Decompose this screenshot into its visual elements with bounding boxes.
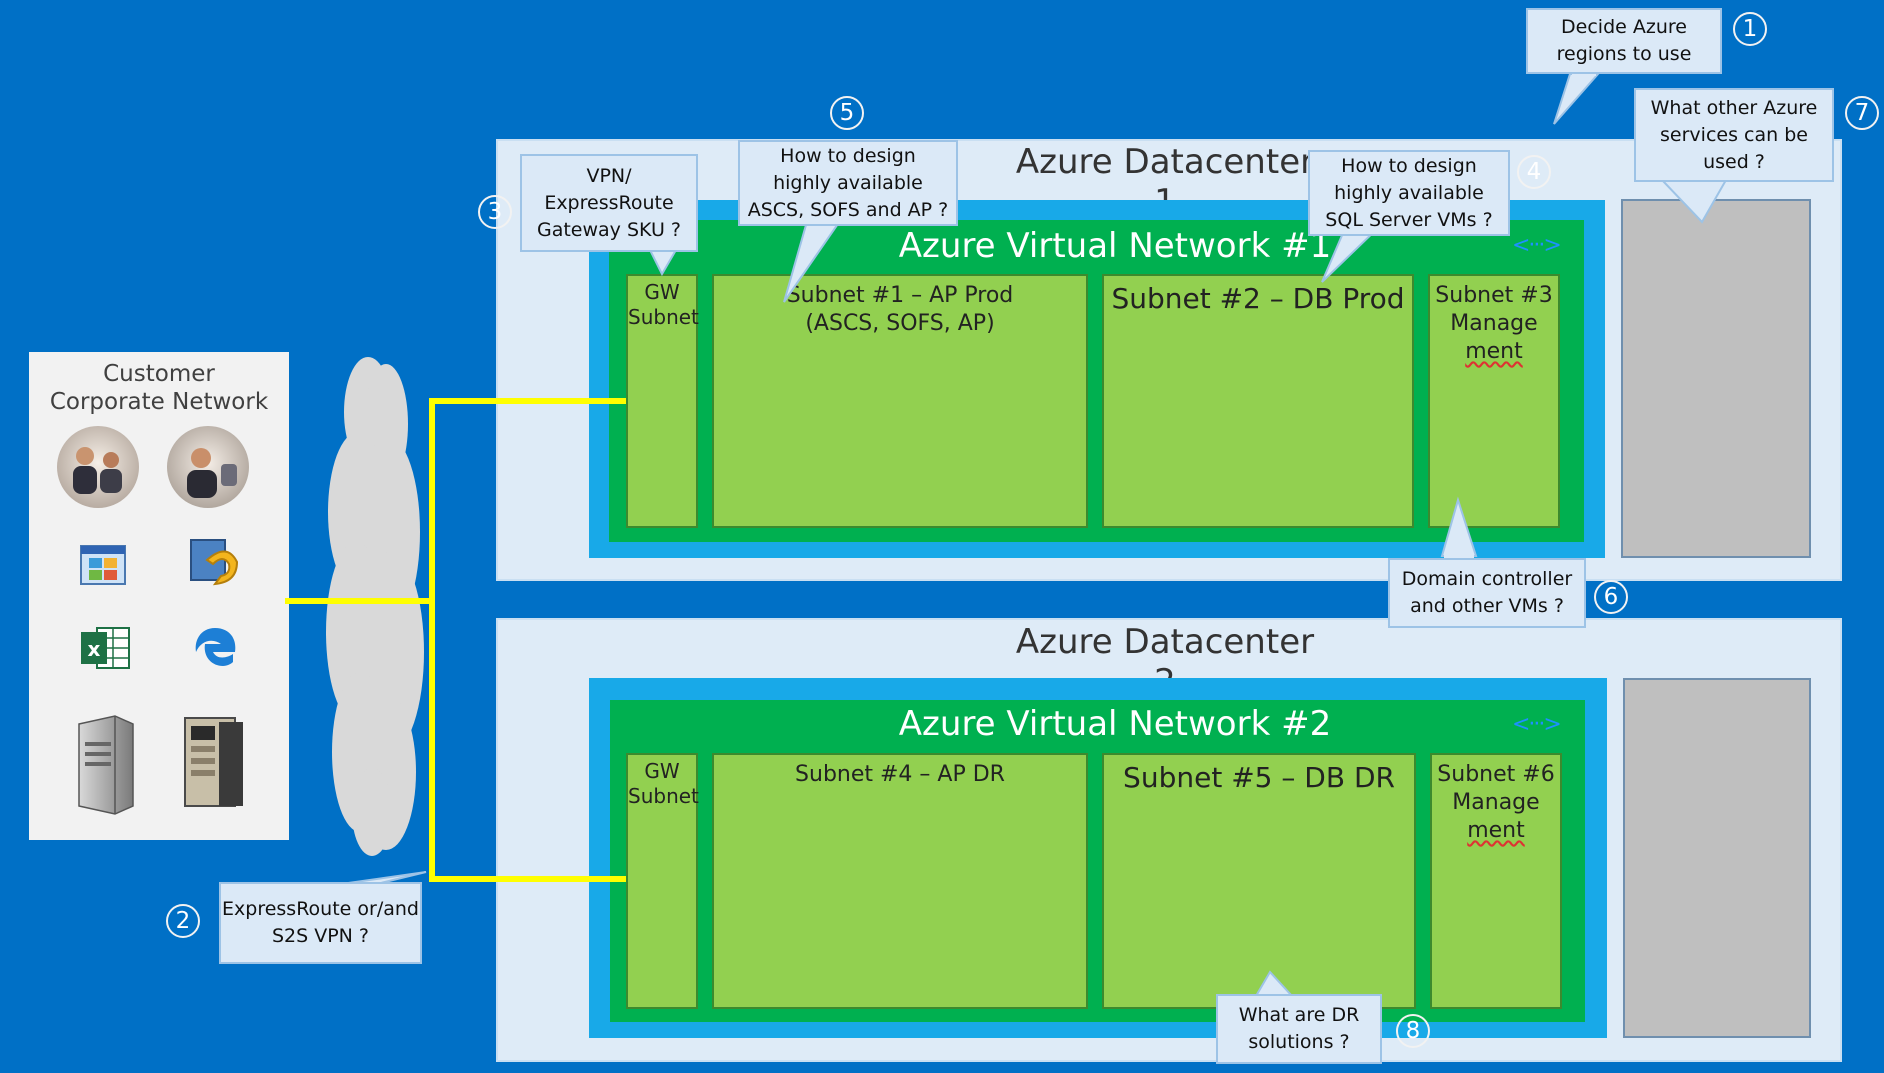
subnet-2-db-prod: Subnet #2 – DB Prod — [1102, 274, 1414, 528]
connection-line-vertical — [429, 398, 435, 882]
workflow-app-icon — [190, 539, 239, 586]
subnet-gw-2-label: GW Subnet — [628, 759, 699, 808]
subnet-5-db-dr: Subnet #5 – DB DR — [1102, 753, 1416, 1009]
people-meeting-icon — [57, 426, 139, 508]
subnet-6-label2: Manage — [1452, 790, 1540, 815]
datacenter-1-title: Azure Datacenter 1 — [1015, 142, 1315, 222]
connection-line-dc1 — [429, 398, 626, 404]
callout-7-line2: services can be — [1660, 123, 1808, 146]
subnet-6-label: Subnet #6 — [1437, 762, 1555, 787]
callout-7-line3: used ? — [1703, 150, 1765, 173]
subnet-4-ap-dr: Subnet #4 – AP DR — [712, 753, 1088, 1009]
callout-2-line2: S2S VPN ? — [271, 925, 370, 947]
callout-7-line1: What other Azure — [1650, 96, 1818, 119]
callout-number-2: 2 — [166, 904, 200, 938]
callout-4-line2: highly available — [1334, 181, 1484, 204]
callout-6-line2: and other VMs ? — [1410, 595, 1564, 617]
callout-1-line1: Decide Azure — [1561, 16, 1687, 38]
callout-number-8: 8 — [1396, 1014, 1430, 1048]
vnet-1-title: Azure Virtual Network #1 — [898, 226, 1332, 266]
callout-4-line3: SQL Server VMs ? — [1325, 208, 1493, 231]
vnet-2-title: Azure Virtual Network #2 — [898, 704, 1332, 744]
person-presenter-icon — [167, 426, 249, 508]
subnet-1-ap-prod: Subnet #1 – AP Prod (ASCS, SOFS, AP) — [712, 274, 1088, 528]
subnet-3-label: Subnet #3 — [1435, 283, 1553, 308]
callout-number-3: 3 — [478, 195, 512, 229]
callout-6-line1: Domain controller — [1401, 568, 1573, 590]
customer-network: Customer Corporate Network x — [29, 352, 289, 840]
callout-7-services: What other Azure services can be used ? — [1634, 88, 1834, 182]
callout-1-line2: regions to use — [1556, 43, 1692, 65]
callout-2-line1: ExpressRoute or/and — [222, 898, 419, 920]
callout-3-line1: VPN/ — [586, 164, 632, 187]
other-services-box-2 — [1623, 678, 1811, 1038]
callout-number-4: 4 — [1517, 155, 1551, 189]
subnet-gw-1: GW Subnet — [626, 274, 699, 528]
subnet-2-label: Subnet #2 – DB Prod — [1111, 282, 1405, 315]
subnet-gw-2: GW Subnet — [626, 753, 699, 1009]
svg-text:x: x — [88, 637, 101, 661]
customer-network-title: Customer Corporate Network — [49, 361, 269, 415]
connection-line-dc2 — [429, 876, 626, 882]
callout-6-domain-controller: Domain controller and other VMs ? — [1388, 558, 1586, 628]
callout-4-line1: How to design — [1341, 154, 1477, 177]
subnet-4-label: Subnet #4 – AP DR — [795, 762, 1005, 787]
callout-1-regions: Decide Azure regions to use — [1526, 8, 1722, 74]
subnet-gw-1-label: GW Subnet — [628, 280, 699, 329]
callout-8-line2: solutions ? — [1248, 1031, 1350, 1053]
edge-browser-icon — [195, 628, 236, 666]
excel-icon: x — [81, 627, 130, 669]
other-services-box-1 — [1621, 199, 1811, 558]
subnet-1-label: Subnet #1 – AP Prod — [786, 283, 1014, 308]
subnet-1-sublabel: (ASCS, SOFS, AP) — [805, 311, 995, 336]
callout-5-line3: ASCS, SOFS and AP ? — [747, 198, 949, 221]
callout-number-6: 6 — [1594, 580, 1628, 614]
subnet-5-label: Subnet #5 – DB DR — [1123, 761, 1395, 794]
callout-number-7: 7 — [1845, 96, 1879, 130]
callout-3-line3: Gateway SKU ? — [536, 218, 681, 241]
subnet-6-label3: ment — [1467, 818, 1525, 843]
callout-8-line1: What are DR — [1238, 1004, 1360, 1026]
datacenter-2-title: Azure Datacenter 2 — [1015, 622, 1315, 702]
callout-8-dr: What are DR solutions ? — [1216, 994, 1382, 1064]
subnet-3-label2: Manage — [1450, 311, 1538, 336]
callout-5-line1: How to design — [780, 144, 916, 167]
vnet-peering-icon: <···> — [1512, 233, 1562, 258]
callout-number-1: 1 — [1733, 12, 1767, 46]
vnet-peering-icon-2: <···> — [1512, 712, 1562, 737]
callout-5-line2: highly available — [773, 171, 923, 194]
subnet-6-management: Subnet #6 Manage ment — [1430, 753, 1562, 1009]
server-tower-icon — [78, 715, 134, 815]
connection-line-customer — [285, 598, 435, 604]
windows-app-icon — [80, 545, 126, 585]
subnet-3-label3: ment — [1465, 339, 1523, 364]
callout-number-5: 5 — [830, 96, 864, 130]
subnet-3-management: Subnet #3 Manage ment — [1428, 274, 1560, 528]
mainframe-server-icon — [184, 717, 243, 807]
callout-3-line2: ExpressRoute — [544, 191, 674, 214]
